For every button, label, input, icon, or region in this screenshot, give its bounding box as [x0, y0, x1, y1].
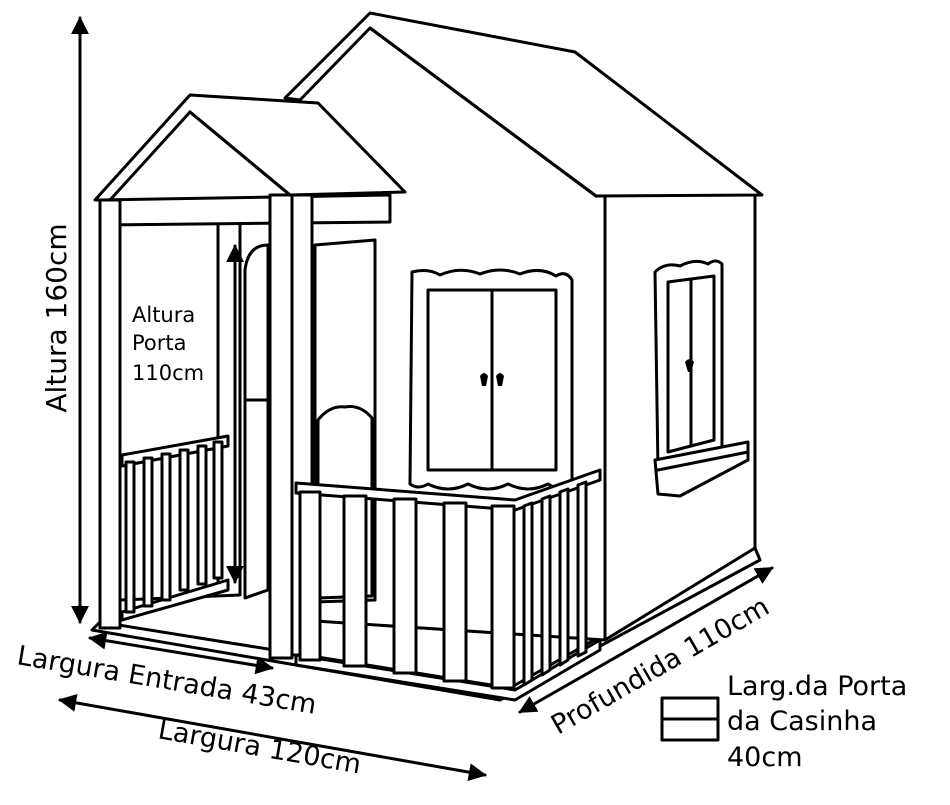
flowerbox-edge: [656, 450, 750, 472]
height-label: Altura 160cm: [40, 223, 73, 412]
front-window-knob-right: [496, 373, 504, 386]
porch-beam: [98, 193, 392, 227]
porch-post-left: [98, 198, 122, 630]
front-window-knob-left: [480, 373, 488, 386]
door-width-label-2: da Casinha: [727, 706, 877, 737]
door-height-label-1: Altura: [132, 303, 195, 327]
main-roof: [283, 11, 764, 198]
playhouse-drawing: [90, 11, 764, 702]
door-width-legend: [660, 696, 720, 742]
width-label: Largura 120cm: [156, 714, 364, 780]
door-height-label-3: 110cm: [132, 361, 204, 385]
arched-door: [243, 243, 270, 600]
side-window-knob: [685, 359, 694, 372]
door-height-label-2: Porta: [132, 331, 187, 355]
door-width-label-1: Larg.da Porta: [727, 671, 907, 702]
depth-arrow: [518, 566, 774, 714]
porch-roof: [93, 93, 407, 202]
entrance-width-arrow: [88, 631, 274, 675]
main-roof-edge: [368, 26, 598, 198]
porch-post-front: [268, 193, 294, 660]
width-arrow: [58, 693, 487, 782]
door-width-label-3: 40cm: [727, 742, 803, 773]
porch-roof-edge: [188, 110, 292, 197]
dimension-lines: [58, 16, 774, 782]
